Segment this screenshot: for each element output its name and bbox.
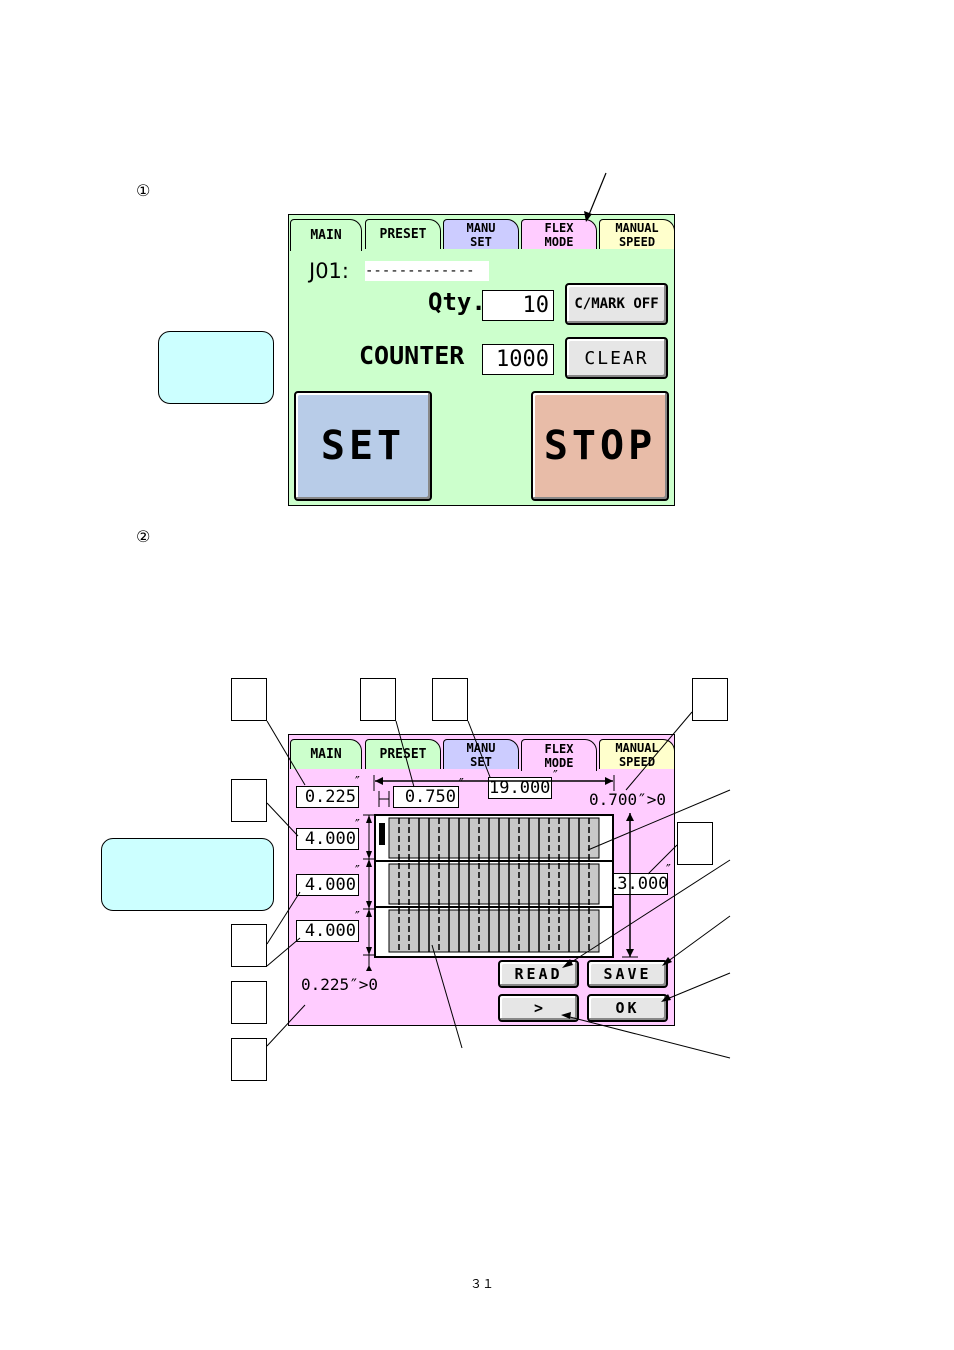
counter-label: COUNTER (359, 341, 465, 370)
read-button[interactable]: READ (498, 960, 579, 988)
next-button[interactable]: > (498, 994, 579, 1022)
ok-button[interactable]: OK (587, 994, 668, 1022)
inch-mark: ″ (355, 818, 360, 833)
page-number: ３１ (470, 1277, 495, 1291)
row3-field[interactable]: 4.000 (296, 920, 359, 942)
qty-label: Qty. (428, 288, 486, 316)
note-box-1 (158, 331, 274, 404)
bottom-info: 0.225″>0 (301, 975, 379, 994)
callout-box (231, 779, 267, 822)
callout-box (231, 981, 267, 1024)
inch-mark: ″ (355, 910, 360, 925)
qty-field[interactable]: 10 (482, 290, 554, 321)
inch-mark: ″ (553, 769, 558, 784)
callout-box (231, 1038, 267, 1081)
row1-field[interactable]: 4.000 (296, 828, 359, 850)
callout-box (231, 678, 267, 721)
tab-main[interactable]: MAIN (290, 219, 362, 251)
inch-mark: ″ (459, 777, 464, 792)
top-margin-field[interactable]: 0.225 (296, 786, 359, 808)
callout-box (692, 678, 728, 721)
note-box-2 (101, 838, 274, 911)
job-value: ------------- (365, 261, 489, 281)
stop-button[interactable]: STOP (531, 391, 669, 501)
step-marker-2: ② (136, 527, 151, 546)
counter-field[interactable]: 1000 (482, 344, 554, 375)
callout-box (360, 678, 396, 721)
inch-mark: ″ (355, 864, 360, 879)
tab-preset[interactable]: PRESET (365, 219, 441, 249)
callout-box (677, 822, 713, 865)
inch-mark: ″ (355, 775, 360, 790)
width-field[interactable]: 19.000 (488, 777, 552, 799)
callout-box (231, 924, 267, 967)
set-button[interactable]: SET (294, 391, 432, 501)
gap-field[interactable]: 0.750 (393, 786, 459, 808)
job-label: J01: (309, 259, 349, 283)
cmark-off-button[interactable]: C/MARK OFF (565, 283, 668, 325)
cut-lines (398, 818, 590, 952)
row2-field[interactable]: 4.000 (296, 874, 359, 896)
callout-box (432, 678, 468, 721)
clear-button[interactable]: CLEAR (565, 337, 668, 379)
step-marker-1: ① (136, 181, 151, 200)
save-button[interactable]: SAVE (587, 960, 668, 988)
